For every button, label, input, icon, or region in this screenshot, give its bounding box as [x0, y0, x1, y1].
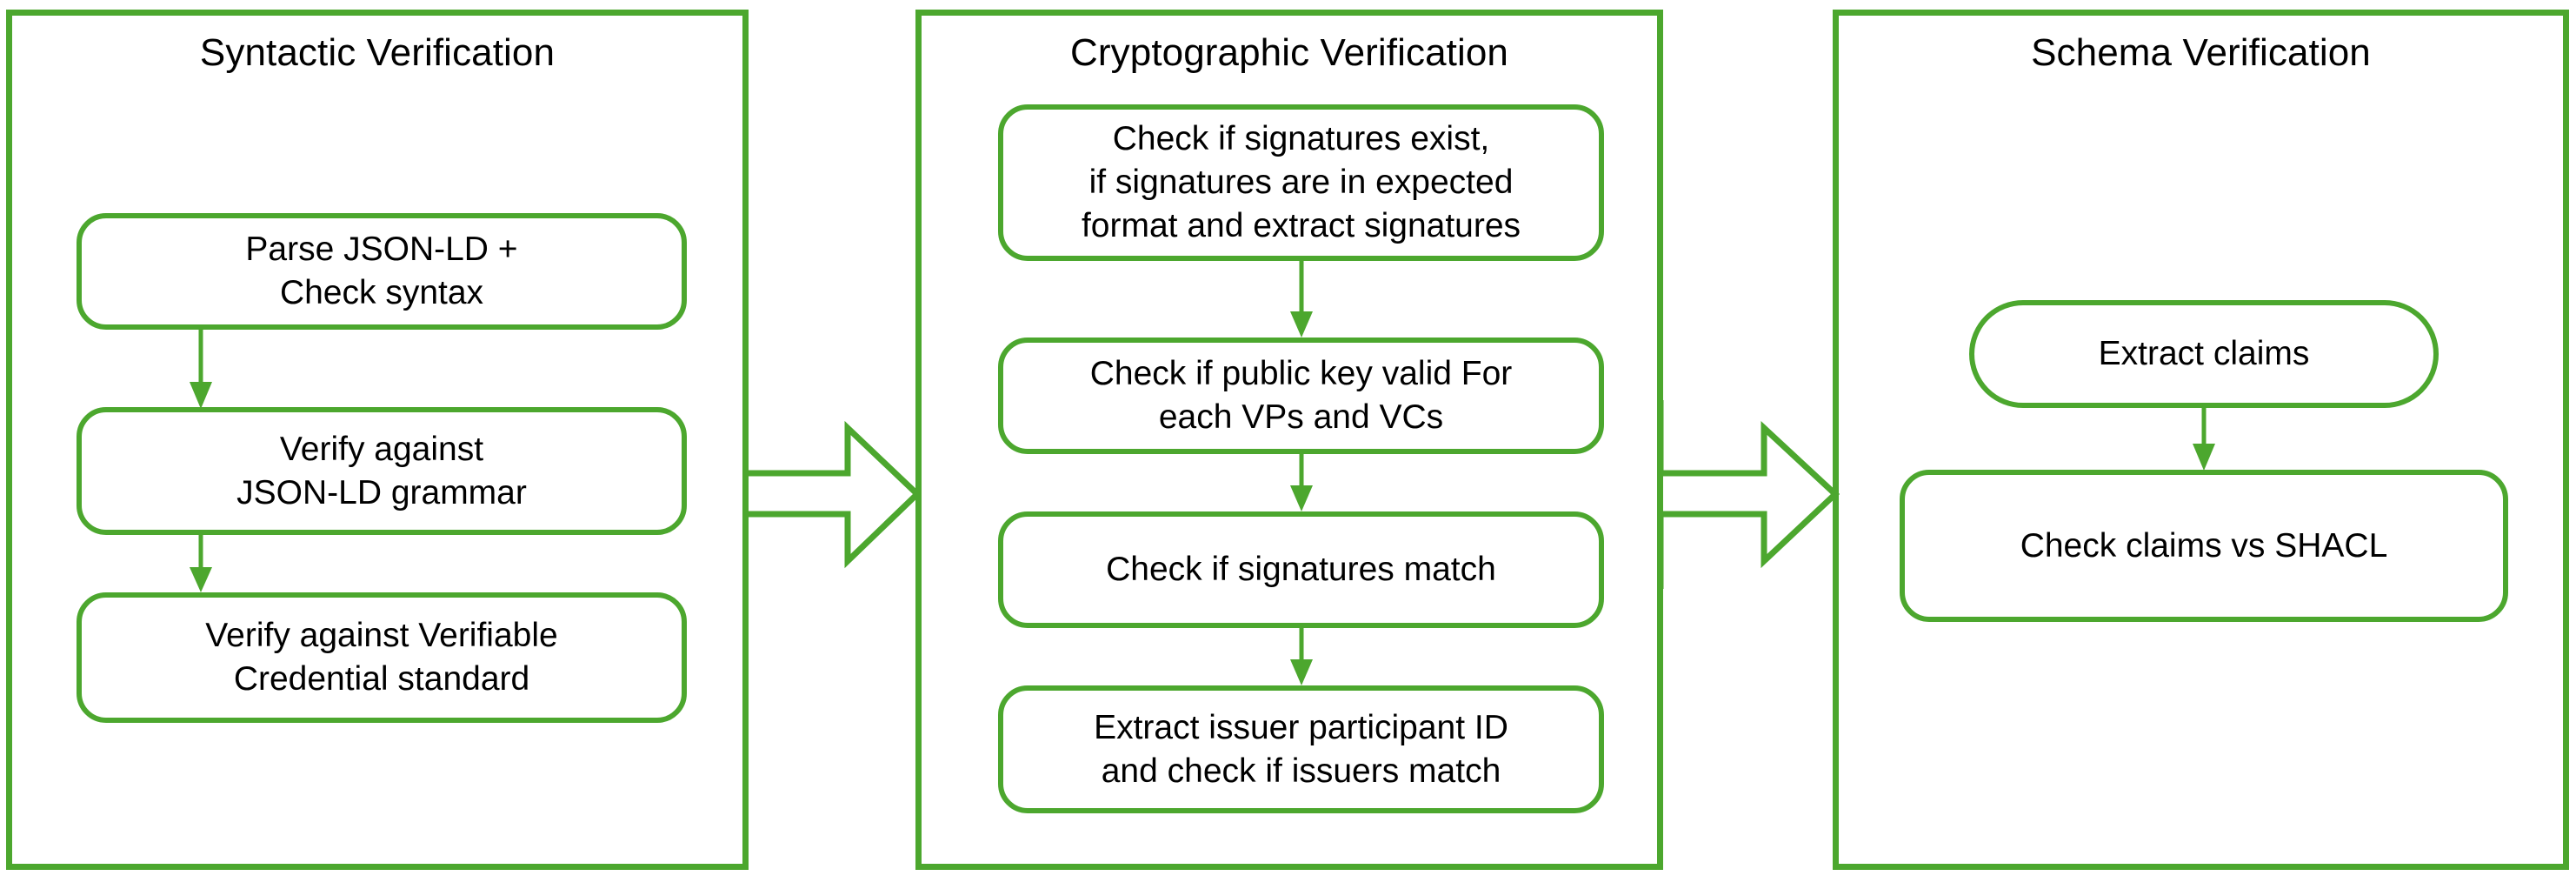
- stage-arrow-cryptographic-to-schema: [1658, 400, 1840, 589]
- step-verify-vc-standard-label: Verify against Verifiable Credential sta…: [205, 617, 558, 698]
- step-verify-grammar-label: Verify against JSON-LD grammar: [236, 430, 527, 511]
- step-check-signatures-exist[interactable]: Check if signatures exist, if signatures…: [998, 104, 1604, 261]
- step-parse-jsonld-label: Parse JSON-LD + Check syntax: [245, 231, 518, 311]
- step-check-claims-shacl[interactable]: Check claims vs SHACL: [1900, 470, 2508, 622]
- step-verify-grammar[interactable]: Verify against JSON-LD grammar: [77, 407, 687, 535]
- step-parse-jsonld[interactable]: Parse JSON-LD + Check syntax: [77, 213, 687, 330]
- stage-title-syntactic: Syntactic Verification: [199, 31, 556, 74]
- stage-panel-schema: [1833, 10, 2569, 870]
- step-check-public-key-label: Check if public key valid For each VPs a…: [1089, 355, 1513, 436]
- step-check-public-key[interactable]: Check if public key valid For each VPs a…: [998, 338, 1604, 454]
- step-check-claims-shacl-label: Check claims vs SHACL: [2020, 526, 2388, 565]
- stage-title-schema: Schema Verification: [2031, 31, 2371, 74]
- step-extract-claims[interactable]: Extract claims: [1969, 300, 2439, 408]
- step-check-signatures-match[interactable]: Check if signatures match: [998, 511, 1604, 628]
- stage-title-cryptographic: Cryptographic Verification: [1070, 31, 1508, 74]
- step-check-signatures-match-label: Check if signatures match: [1106, 551, 1496, 588]
- step-verify-vc-standard[interactable]: Verify against Verifiable Credential sta…: [77, 592, 687, 723]
- stage-arrow-syntactic-to-cryptographic: [743, 400, 922, 589]
- step-check-signatures-exist-label: Check if signatures exist, if signatures…: [1081, 120, 1521, 244]
- step-extract-claims-label: Extract claims: [2098, 335, 2310, 372]
- step-extract-issuer-id[interactable]: Extract issuer participant ID and check …: [998, 685, 1604, 813]
- step-extract-issuer-id-label: Extract issuer participant ID and check …: [1094, 708, 1508, 790]
